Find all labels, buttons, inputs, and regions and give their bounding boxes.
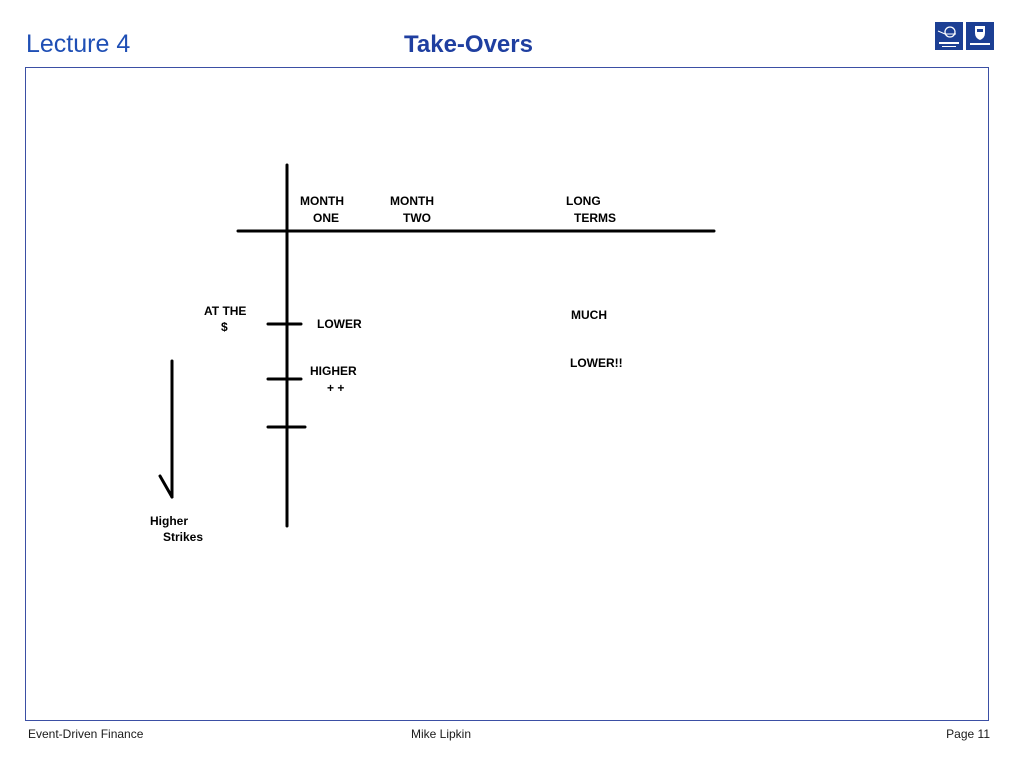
- long-terms-label-line2: TERMS: [574, 211, 616, 225]
- month-one-label-line1: MONTH: [300, 194, 344, 208]
- higher-strikes-arrowhead-icon: [158, 474, 174, 499]
- slide-title: Take-Overs: [404, 31, 533, 58]
- strike-term-diagram: MONTH ONE MONTH TWO LONG TERMS AT THE $ …: [150, 163, 716, 544]
- university-of-oxford-logo: [966, 22, 994, 50]
- lecture-label: Lecture 4: [26, 30, 131, 58]
- footer-page-number: Page 11: [946, 727, 990, 741]
- lower-label: LOWER: [317, 317, 362, 331]
- footer-course-name: Event-Driven Finance: [28, 727, 144, 741]
- much-label: MUCH: [571, 308, 607, 322]
- footer-author: Mike Lipkin: [411, 727, 472, 741]
- oxford-said-business-school-logo: [935, 22, 963, 50]
- at-the-money-label-line2: $: [221, 320, 228, 334]
- month-one-label-line2: ONE: [313, 211, 339, 225]
- higher-label-line2: + +: [327, 381, 344, 395]
- higher-label-line1: HIGHER: [310, 364, 357, 378]
- month-two-label-line1: MONTH: [390, 194, 434, 208]
- at-the-money-label-line1: AT THE: [204, 304, 246, 318]
- month-two-label-line2: TWO: [403, 211, 431, 225]
- higher-strikes-label-line2: Strikes: [163, 530, 203, 544]
- lower-emphasis-label: LOWER!!: [570, 356, 623, 370]
- slide-content-frame: MONTH ONE MONTH TWO LONG TERMS AT THE $ …: [25, 67, 989, 721]
- long-terms-label-line1: LONG: [566, 194, 601, 208]
- higher-strikes-label-line1: Higher: [150, 514, 188, 528]
